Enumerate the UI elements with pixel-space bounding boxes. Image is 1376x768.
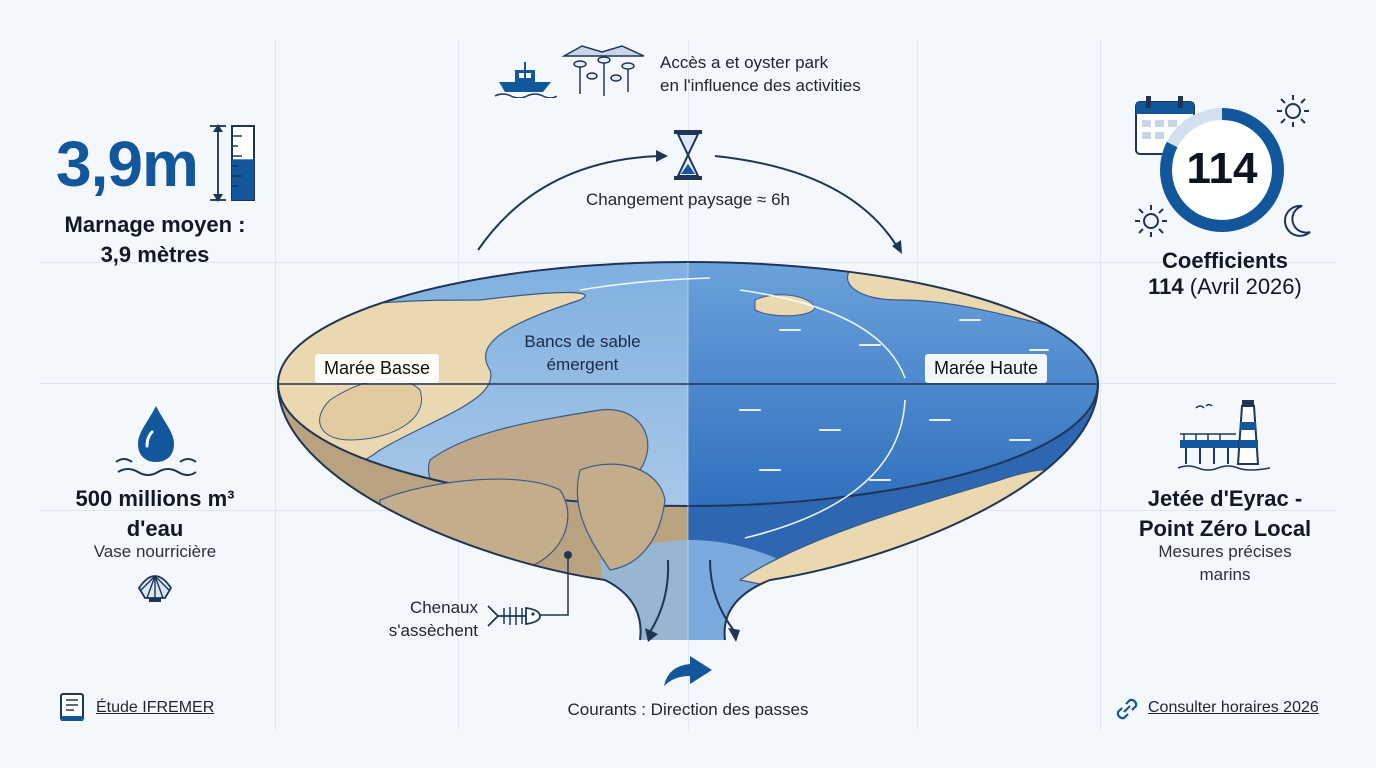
low-tide-label: Marée Basse bbox=[315, 354, 440, 383]
currents-label: Courants : Direction des passes bbox=[567, 700, 809, 719]
jetee-title-line2: Point Zéro Local bbox=[1138, 516, 1312, 541]
sun-icon bbox=[1135, 205, 1167, 237]
coefficients-title: Coefficients bbox=[1162, 248, 1288, 273]
coefficients-date: 114 (Avril 2026) bbox=[1110, 272, 1340, 302]
channels-label-line1: Chenaux bbox=[409, 598, 478, 617]
fish-skeleton-icon bbox=[487, 605, 541, 627]
lighthouse-icon bbox=[1177, 400, 1271, 471]
marnage-title: Marnage moyen : 3,9 mètres bbox=[40, 210, 270, 270]
boat-icon bbox=[494, 62, 557, 98]
oyster-park-icon bbox=[562, 45, 645, 96]
top-note-line1: Accès a et oyster park bbox=[660, 53, 829, 72]
curved-arrow-icon bbox=[664, 656, 712, 686]
book-icon bbox=[60, 693, 84, 721]
sandbanks-label-line2: émergent bbox=[546, 355, 619, 374]
coefficient-gauge bbox=[1160, 108, 1284, 232]
horaires-link[interactable]: Consulter horaires 2026 bbox=[1148, 699, 1319, 716]
channels-label: Chenaux s'assèchent bbox=[370, 596, 478, 642]
coefficients-date-bold: 114 bbox=[1148, 274, 1184, 299]
sandbanks-label-line1: Bancs de sable bbox=[524, 332, 641, 351]
grid-line-v1 bbox=[275, 40, 276, 730]
jetee-sub: Mesures précises marins bbox=[1110, 540, 1340, 586]
high-tide-label: Marée Haute bbox=[925, 354, 1048, 383]
marnage-title-line2: 3,9 mètres bbox=[100, 242, 210, 267]
sandbanks-label: Bancs de sable émergent bbox=[500, 330, 665, 376]
water-drop-icon bbox=[115, 406, 197, 476]
volume-title-line1: 500 millions m³ bbox=[75, 486, 235, 511]
sun-icon bbox=[1277, 95, 1309, 127]
hourglass-icon bbox=[674, 130, 702, 180]
ifremer-link[interactable]: Étude IFREMER bbox=[96, 699, 215, 716]
link-icon[interactable] bbox=[1112, 694, 1142, 724]
top-note: Accès a et oyster park en l'influence de… bbox=[660, 51, 861, 97]
jetee-title: Jetée d'Eyrac - Point Zéro Local bbox=[1110, 484, 1340, 544]
coefficients-date-rest: (Avril 2026) bbox=[1189, 274, 1302, 299]
moon-icon bbox=[1283, 204, 1311, 237]
volume-title-line2: d'eau bbox=[126, 516, 184, 541]
jetee-sub-line2: marins bbox=[1199, 565, 1251, 584]
coefficient-value: 114 bbox=[1186, 144, 1258, 193]
volume-sub: Vase nourricière bbox=[93, 542, 217, 561]
grid-line-v5 bbox=[1100, 40, 1101, 730]
marnage-title-line1: Marnage moyen : bbox=[64, 212, 246, 237]
top-note-line2: en l'influence des activities bbox=[660, 76, 861, 95]
jetee-sub-line1: Mesures précises bbox=[1158, 542, 1292, 561]
ruler-icon bbox=[210, 124, 255, 202]
shell-icon bbox=[137, 575, 173, 602]
jetee-title-line1: Jetée d'Eyrac - bbox=[1147, 486, 1303, 511]
cycle-label: Changement paysage ≈ 6h bbox=[585, 190, 791, 209]
volume-title: 500 millions m³ d'eau bbox=[40, 484, 270, 544]
channels-label-line2: s'assèchent bbox=[388, 621, 478, 640]
marnage-value: 3,9m bbox=[56, 128, 199, 200]
